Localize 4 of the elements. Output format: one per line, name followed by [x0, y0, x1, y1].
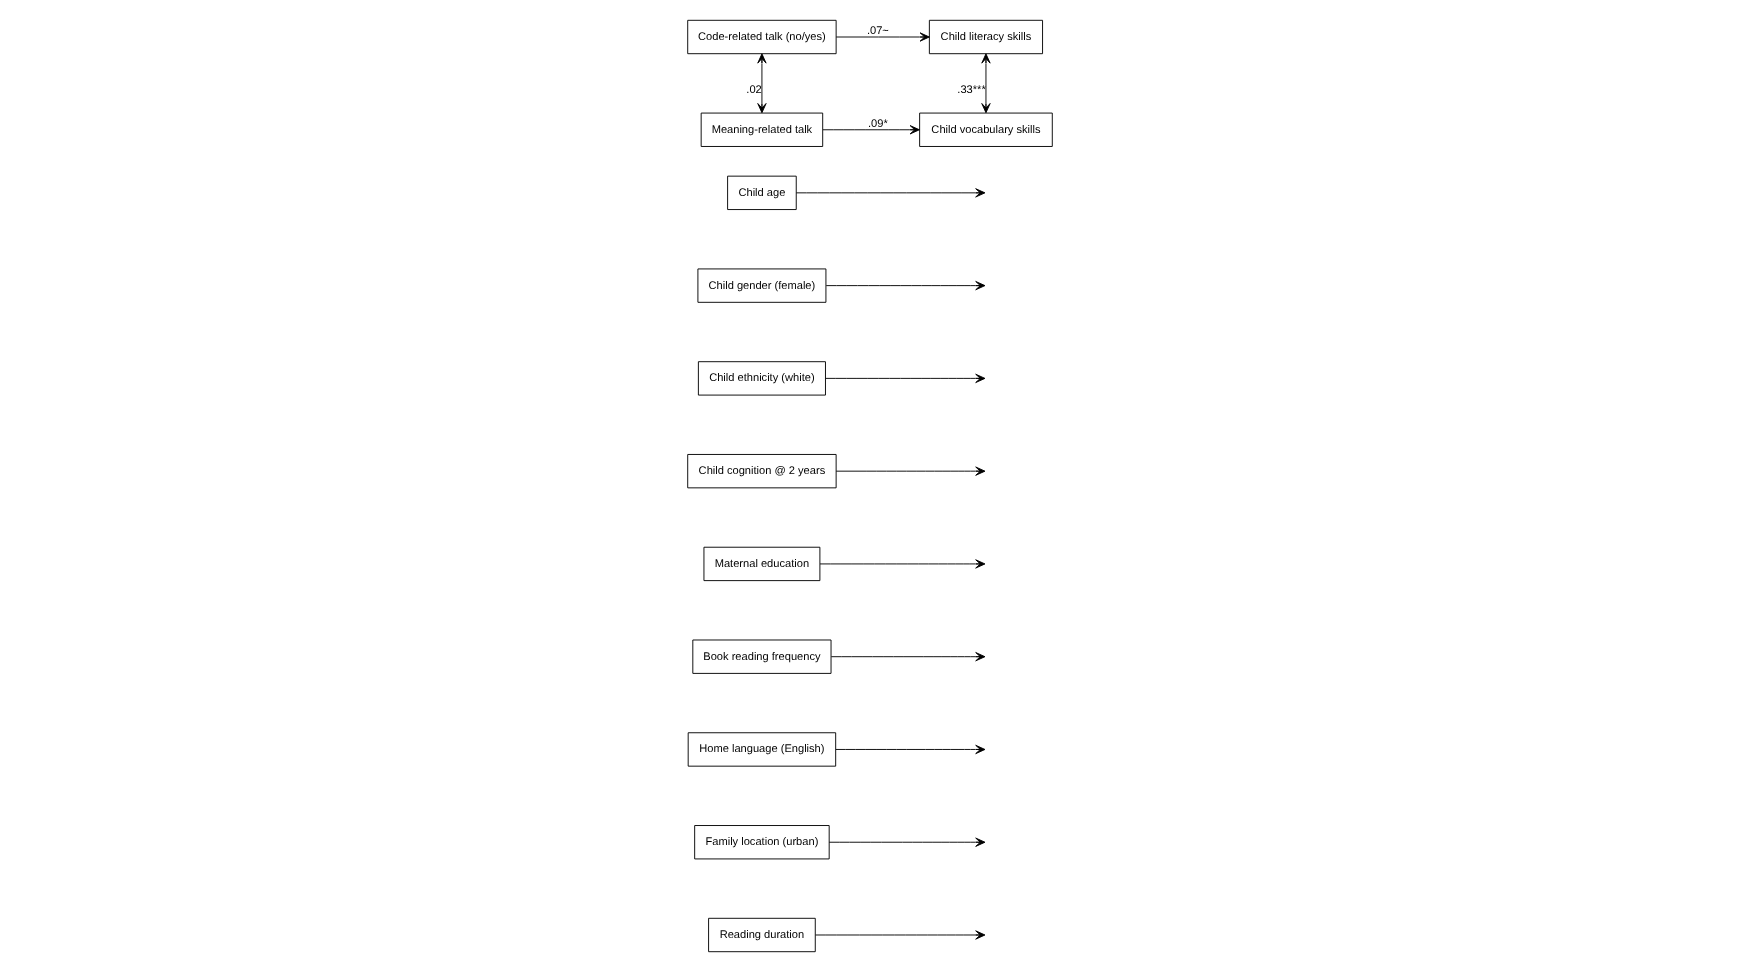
- arrow: [822, 125, 920, 135]
- arrow: [757, 53, 767, 114]
- arrow: [981, 53, 991, 114]
- arrow: [835, 32, 930, 42]
